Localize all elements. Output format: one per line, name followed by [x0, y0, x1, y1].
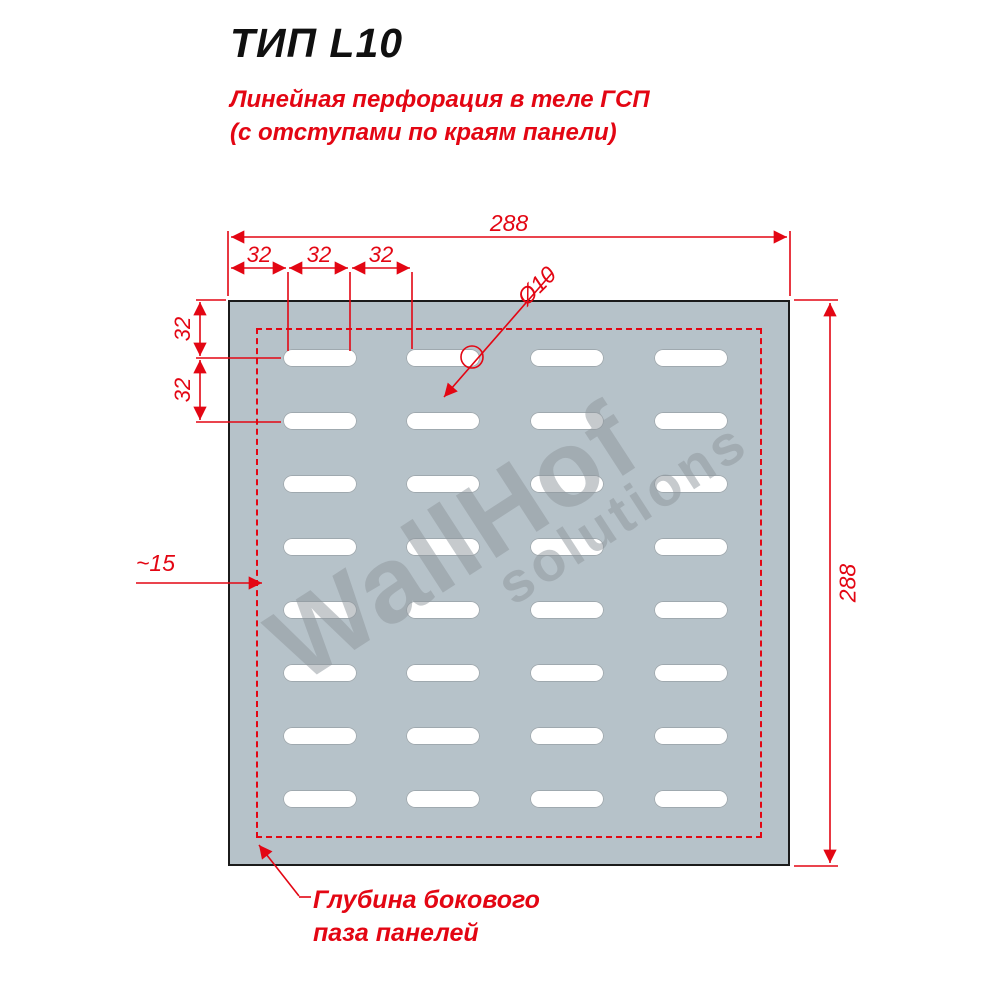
perforation-slot	[654, 664, 728, 682]
perforation-slot	[530, 727, 604, 745]
perforation-slot	[283, 349, 357, 367]
dim-label-edge-offset: ~15	[136, 550, 176, 576]
dim-label-row-pitch-2: 32	[170, 377, 195, 403]
dim-label-pitch-3: 32	[368, 242, 394, 267]
perforation-slot	[283, 475, 357, 493]
perforation-slot	[283, 727, 357, 745]
perforation-slot	[530, 538, 604, 556]
drawing-title: ТИП L10	[230, 20, 404, 66]
annotation-groove-line1: Глубина бокового	[313, 886, 540, 914]
perforation-slot	[406, 538, 480, 556]
slots-layer	[230, 302, 788, 864]
perforation-slot	[406, 727, 480, 745]
drawing-subtitle-line1: Линейная перфорация в теле ГСП	[230, 86, 650, 113]
dim-total-height	[794, 299, 838, 867]
perforation-slot	[406, 412, 480, 430]
perforation-slot	[654, 727, 728, 745]
perforation-slot	[283, 538, 357, 556]
perforation-slot	[530, 664, 604, 682]
perforation-slot	[530, 475, 604, 493]
dim-label-total-width: 288	[489, 210, 529, 236]
perforation-slot	[654, 790, 728, 808]
perforation-slot	[654, 475, 728, 493]
perforation-slot	[654, 538, 728, 556]
panel-body	[228, 300, 790, 866]
dim-label-pitch-1: 32	[246, 242, 272, 267]
annotation-groove-line2: паза панелей	[313, 919, 479, 947]
groove-dashed-border	[256, 328, 762, 838]
dim-label-row-pitch-1: 32	[170, 316, 195, 342]
dim-label-total-height: 288	[834, 563, 861, 603]
perforation-slot	[283, 601, 357, 619]
dim-label-pitch-2: 32	[306, 242, 332, 267]
perforation-slot	[406, 664, 480, 682]
perforation-slot	[654, 601, 728, 619]
perforation-slot	[406, 601, 480, 619]
perforation-slot	[406, 475, 480, 493]
perforation-slot	[283, 412, 357, 430]
perforation-slot	[406, 790, 480, 808]
perforation-slot	[530, 790, 604, 808]
perforation-slot	[654, 412, 728, 430]
drawing-subtitle-line2: (с отступами по краям панели)	[230, 119, 617, 146]
perforation-slot	[530, 412, 604, 430]
perforation-slot	[654, 349, 728, 367]
perforation-slot	[283, 664, 357, 682]
perforation-slot	[283, 790, 357, 808]
perforation-slot	[530, 601, 604, 619]
